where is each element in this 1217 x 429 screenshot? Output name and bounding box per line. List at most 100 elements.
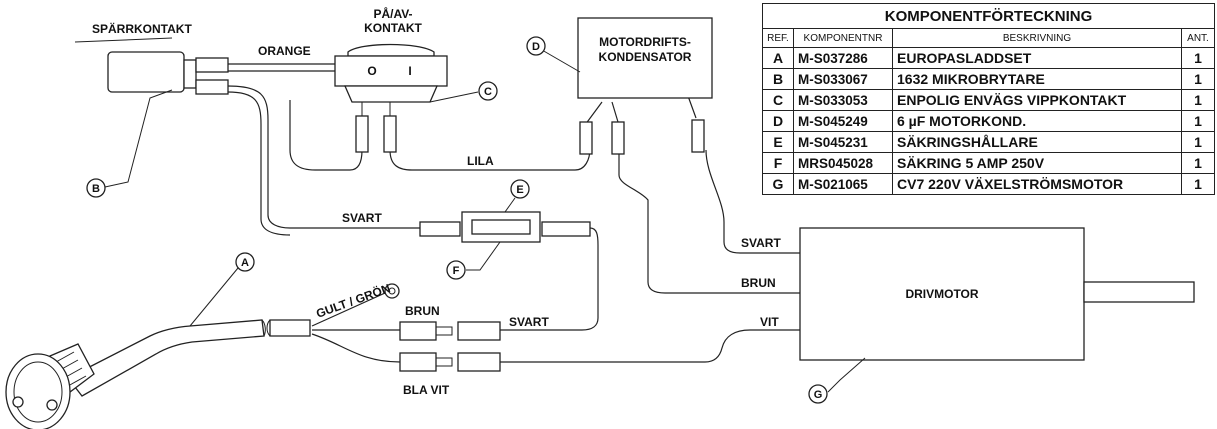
label-motordrifts-2: KONDENSATOR bbox=[599, 50, 692, 64]
label-switch-i: I bbox=[408, 64, 411, 78]
cord-segment bbox=[269, 319, 311, 337]
label-gult-gron: GULT / GRÖN bbox=[314, 280, 392, 321]
row-qty: 1 bbox=[1181, 47, 1215, 69]
row-ref: D bbox=[762, 110, 794, 132]
callout-g: G bbox=[814, 389, 823, 401]
power-cord bbox=[5, 319, 311, 429]
microswitch bbox=[74, 37, 229, 95]
label-pa-av-1: PÅ/AV- bbox=[373, 6, 412, 21]
fuse-conn-left bbox=[419, 221, 461, 237]
drive-motor bbox=[799, 227, 1195, 361]
parts-list-title: KOMPONENTFÖRTECKNING bbox=[762, 3, 1215, 29]
header-ref: REF. bbox=[762, 28, 794, 48]
callout-b-circle bbox=[86, 178, 106, 198]
callout-d-circle bbox=[526, 36, 546, 56]
row-desc: SÄKRINGSHÅLLARE bbox=[892, 131, 1182, 153]
capacitor-terminal-1 bbox=[579, 121, 593, 155]
wire-gult-gron bbox=[311, 292, 386, 327]
callout-e: E bbox=[516, 184, 523, 196]
row-desc: SÄKRING 5 AMP 250V bbox=[892, 152, 1182, 174]
label-orange: ORANGE bbox=[258, 44, 311, 58]
wire-cap-top-3 bbox=[687, 95, 697, 119]
wire-lila bbox=[389, 147, 591, 171]
fuse-holder bbox=[419, 211, 591, 243]
motor-shaft bbox=[1083, 281, 1195, 303]
row-nr: M-S021065 bbox=[793, 173, 893, 195]
capacitor-terminal-3 bbox=[691, 119, 705, 153]
wire-fuse-to-plug bbox=[500, 227, 599, 331]
header-desc: BESKRIVNING bbox=[892, 28, 1182, 48]
rocker-cap bbox=[347, 43, 435, 57]
label-lila: LILA bbox=[467, 154, 494, 168]
wire-vit bbox=[500, 329, 800, 363]
leader-lines bbox=[104, 49, 866, 393]
row-ref: B bbox=[762, 68, 794, 90]
rocker-body bbox=[334, 55, 448, 87]
rocker-switch bbox=[334, 43, 448, 153]
callout-a: A bbox=[241, 257, 249, 269]
wire-cap-brun bbox=[618, 150, 800, 294]
callout-b: B bbox=[92, 183, 100, 195]
table-row: C M-S033053 ENPOLIG ENVÄGS VIPPKONTAKT 1 bbox=[762, 89, 1215, 111]
rocker-terminal-left bbox=[355, 115, 369, 153]
wire-cap-top-2 bbox=[611, 101, 619, 123]
connector-brun-male bbox=[399, 321, 437, 341]
callout-f: F bbox=[453, 265, 460, 277]
row-nr: M-S033067 bbox=[793, 68, 893, 90]
wires bbox=[227, 63, 800, 363]
row-nr: M-S033053 bbox=[793, 89, 893, 111]
capacitor-terminal-2 bbox=[611, 121, 625, 155]
row-ref: E bbox=[762, 131, 794, 153]
table-row: B M-S033067 1632 MIKROBRYTARE 1 bbox=[762, 68, 1215, 90]
table-row: G M-S021065 CV7 220V VÄXELSTRÖMSMOTOR 1 bbox=[762, 173, 1215, 195]
wire-svart-fuse bbox=[227, 85, 430, 229]
label-switch-o: O bbox=[367, 64, 376, 78]
wire-cap-top-1 bbox=[584, 101, 603, 126]
capacitor-body bbox=[577, 17, 713, 99]
callouts: A B C D E F G bbox=[86, 36, 828, 404]
row-qty: 1 bbox=[1181, 68, 1215, 90]
callout-a-circle bbox=[235, 252, 255, 272]
fuse-conn-right bbox=[541, 221, 591, 237]
connector-brun-female bbox=[457, 321, 501, 341]
parts-list-header: REF. KOMPONENTNR BESKRIVNING ANT. bbox=[762, 28, 1215, 48]
rocker-terminal-right bbox=[383, 115, 397, 153]
connector-blavit-female bbox=[457, 352, 501, 372]
callout-g-circle bbox=[808, 384, 828, 404]
row-nr: M-S037286 bbox=[793, 47, 893, 69]
callout-c: C bbox=[484, 86, 492, 98]
label-bla-vit: BLA VIT bbox=[403, 383, 450, 397]
parts-list-table: KOMPONENTFÖRTECKNING REF. KOMPONENTNR BE… bbox=[762, 3, 1215, 195]
label-sparrkontakt: SPÄRRKONTAKT bbox=[92, 21, 192, 36]
table-row: D M-S045249 6 µF MOTORKOND. 1 bbox=[762, 110, 1215, 132]
wire-blavit-plug bbox=[311, 333, 401, 363]
motor-body bbox=[799, 227, 1085, 361]
callout-d: D bbox=[532, 41, 540, 53]
microswitch-connector bbox=[195, 57, 229, 73]
ground-ring bbox=[384, 283, 400, 299]
plug-pin-2 bbox=[46, 399, 58, 411]
row-desc: CV7 220V VÄXELSTRÖMSMOTOR bbox=[892, 173, 1182, 195]
row-nr: M-S045249 bbox=[793, 110, 893, 132]
row-qty: 1 bbox=[1181, 131, 1215, 153]
row-qty: 1 bbox=[1181, 152, 1215, 174]
microswitch-connector-2 bbox=[195, 79, 229, 95]
fuse bbox=[471, 219, 531, 235]
wire-cap-svart bbox=[705, 149, 800, 254]
capacitor bbox=[577, 17, 713, 155]
row-nr: MRS045028 bbox=[793, 152, 893, 174]
row-qty: 1 bbox=[1181, 110, 1215, 132]
label-motordrifts-1: MOTORDRIFTS- bbox=[599, 35, 691, 49]
plug-pin-1 bbox=[12, 396, 24, 408]
row-desc: EUROPASLADDSET bbox=[892, 47, 1182, 69]
row-qty: 1 bbox=[1181, 89, 1215, 111]
table-row: A M-S037286 EUROPASLADDSET 1 bbox=[762, 47, 1215, 69]
row-ref: C bbox=[762, 89, 794, 111]
row-desc: ENPOLIG ENVÄGS VIPPKONTAKT bbox=[892, 89, 1182, 111]
row-nr: M-S045231 bbox=[793, 131, 893, 153]
label-pa-av-2: KONTAKT bbox=[364, 21, 422, 35]
row-ref: A bbox=[762, 47, 794, 69]
label-drivmotor: DRIVMOTOR bbox=[905, 287, 978, 301]
table-row: F MRS045028 SÄKRING 5 AMP 250V 1 bbox=[762, 152, 1215, 174]
